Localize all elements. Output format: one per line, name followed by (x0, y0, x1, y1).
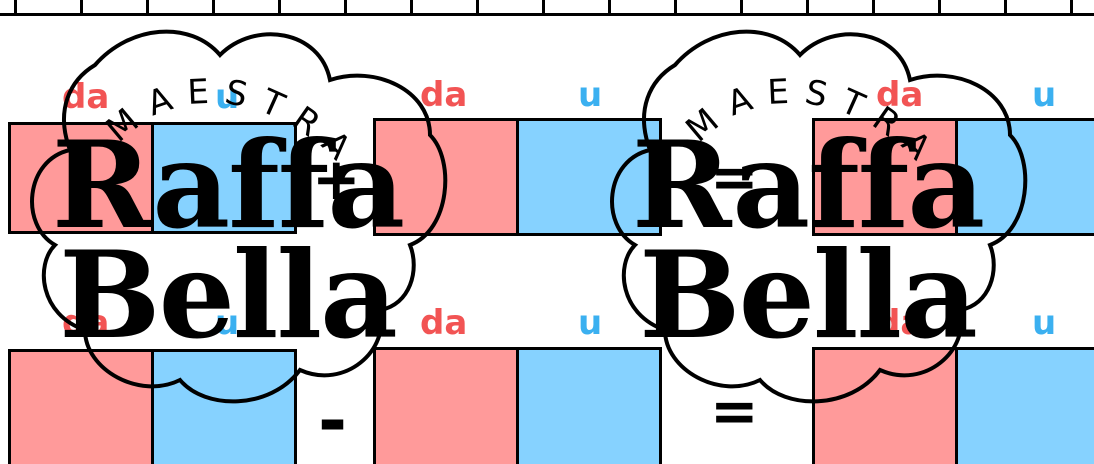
u-box[interactable] (955, 118, 1094, 236)
ruler-tick (608, 0, 611, 16)
label-da: da (62, 80, 109, 114)
ruler-tick (806, 0, 809, 16)
ruler-tick (344, 0, 347, 16)
ruler-tick (410, 0, 413, 16)
operator-equals: = (710, 148, 759, 206)
label-u: u (578, 78, 602, 112)
label-u: u (215, 80, 239, 114)
da-box[interactable] (8, 122, 154, 234)
ruler-tick (674, 0, 677, 16)
ruler-tick (740, 0, 743, 16)
label-da: da (62, 306, 109, 340)
ruler-tick (542, 0, 545, 16)
ruler-tick (938, 0, 941, 16)
ruler-tick (872, 0, 875, 16)
u-box[interactable] (151, 349, 297, 464)
da-box[interactable] (812, 347, 958, 464)
ruler-tick (14, 0, 17, 16)
ruler-tick (80, 0, 83, 16)
u-box[interactable] (151, 122, 297, 234)
ruler-tick (146, 0, 149, 16)
label-u: u (1032, 306, 1056, 340)
label-da: da (420, 78, 467, 112)
ruler-tick (1070, 0, 1073, 16)
label-u: u (215, 306, 239, 340)
ruler-tick (212, 0, 215, 16)
ruler-tick (1004, 0, 1007, 16)
u-box[interactable] (516, 118, 662, 236)
label-da: da (876, 78, 923, 112)
u-box[interactable] (955, 347, 1094, 464)
top-ruler (0, 0, 1094, 16)
label-u: u (578, 306, 602, 340)
ruler-tick (476, 0, 479, 16)
operator-minus: - (318, 386, 347, 456)
ruler-tick (278, 0, 281, 16)
label-u: u (1032, 78, 1056, 112)
da-box[interactable] (373, 118, 519, 236)
logo-name-line2: Bella (580, 242, 1035, 350)
label-da: da (876, 306, 923, 340)
label-da: da (420, 306, 467, 340)
u-box[interactable] (516, 347, 662, 464)
da-box[interactable] (373, 347, 519, 464)
da-box[interactable] (8, 349, 154, 464)
operator-plus: + (312, 150, 361, 208)
operator-equals: = (710, 382, 759, 440)
da-box[interactable] (812, 118, 958, 236)
